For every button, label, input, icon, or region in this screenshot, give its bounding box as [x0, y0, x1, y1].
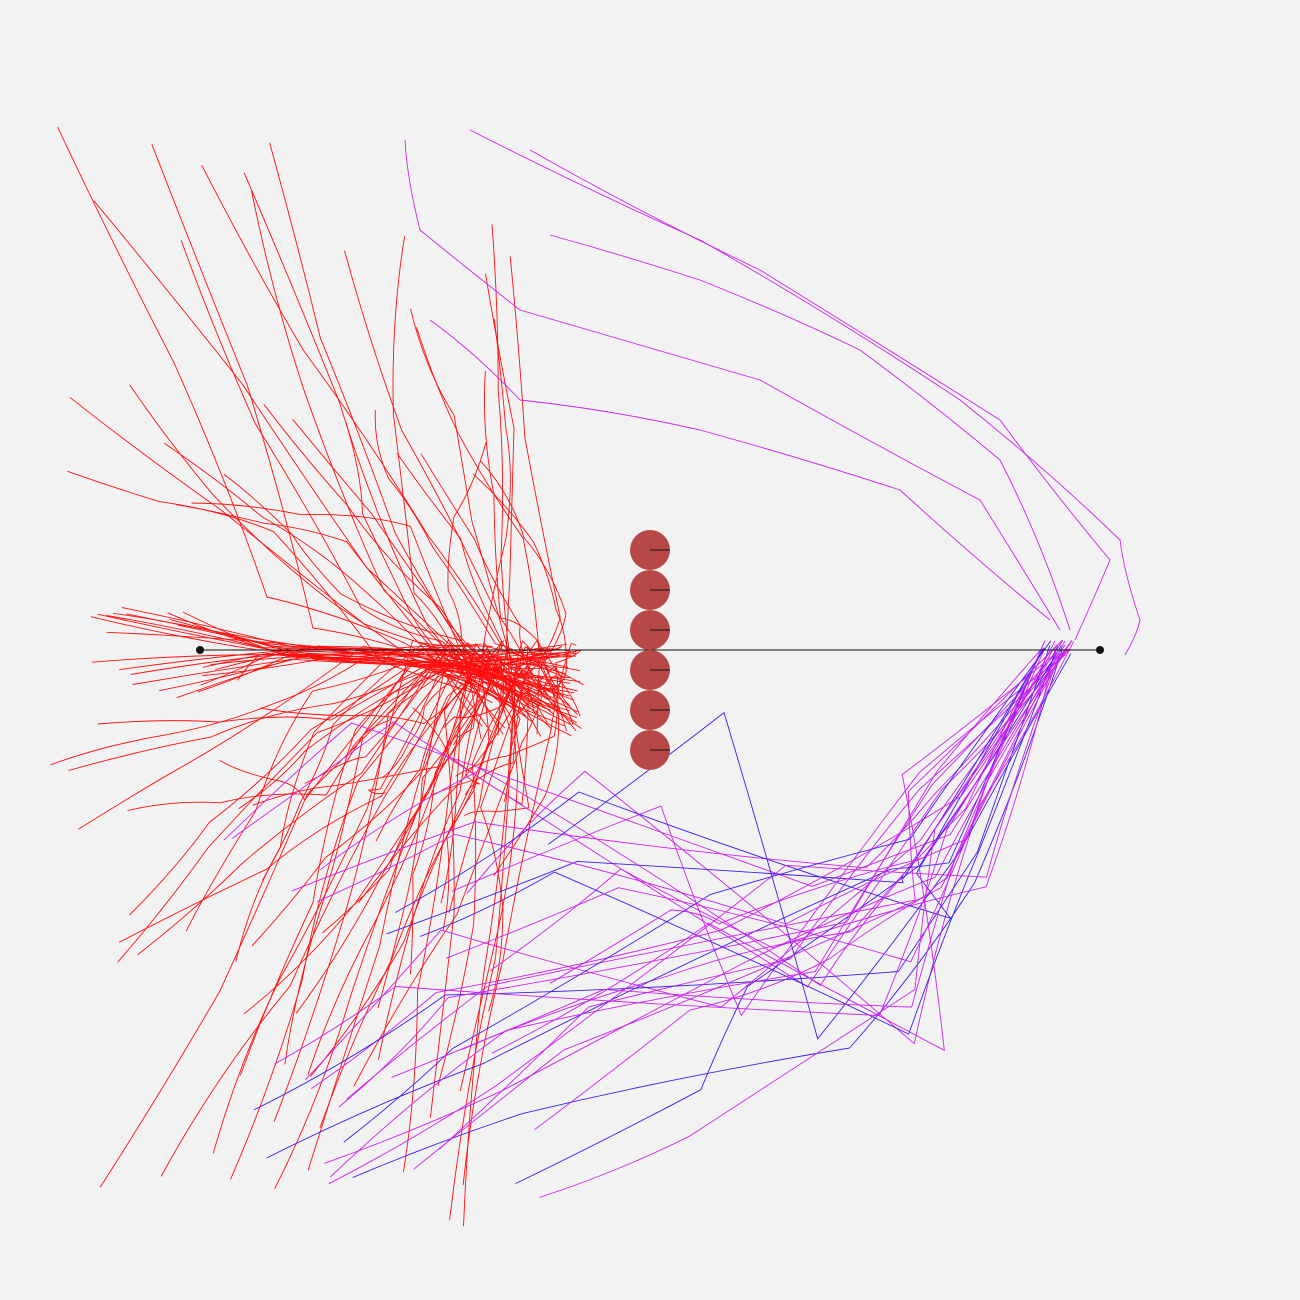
red-trail — [463, 674, 581, 1227]
red-trail — [212, 639, 482, 1154]
purple-trail — [413, 650, 1045, 1170]
purple-trail — [445, 640, 1075, 963]
red-trail — [374, 410, 546, 667]
red-trail — [230, 642, 553, 1180]
red-trail — [223, 474, 554, 715]
red-trail — [416, 327, 578, 716]
red-trail — [295, 677, 537, 1014]
red-trail — [464, 646, 530, 817]
red-trail — [480, 648, 574, 1012]
red-trail — [251, 646, 584, 947]
purple-trail — [253, 645, 1051, 1111]
red-trail — [200, 649, 575, 686]
purple-trail — [328, 653, 1061, 1185]
red-trail — [167, 612, 557, 692]
purple-trail — [352, 649, 1063, 1179]
purple-trail — [404, 139, 1061, 631]
purple-trail — [223, 648, 1062, 887]
red-trail — [349, 649, 504, 752]
purple-trail — [343, 640, 1052, 1143]
purple-trail — [232, 648, 1070, 988]
red-trail — [449, 640, 549, 1220]
red-trail — [440, 664, 515, 904]
red-trail — [377, 650, 548, 1060]
red-trail — [367, 669, 493, 795]
purple-trail — [491, 651, 1058, 1054]
purple-trail — [346, 639, 1064, 1100]
red-trail — [180, 240, 503, 700]
red-trail — [177, 624, 575, 694]
red-trail — [130, 651, 577, 675]
purple-trail — [529, 149, 1111, 641]
red-trail — [126, 613, 575, 701]
purple-trail — [319, 640, 1063, 987]
red-trail — [210, 654, 577, 666]
purple-trail — [391, 640, 1066, 1078]
obstacle-column — [630, 530, 670, 770]
red-trail — [185, 664, 513, 932]
red-trail — [455, 649, 582, 777]
purple-trail — [547, 653, 1072, 1040]
purple-trail — [489, 644, 1057, 972]
red-trail — [307, 668, 534, 1076]
red-trail — [121, 607, 542, 697]
purple-trail — [324, 648, 1068, 1164]
red-trail — [68, 657, 571, 772]
red-trail — [345, 422, 490, 670]
red-trail — [462, 643, 577, 1186]
red-trail — [396, 453, 529, 678]
red-trail — [67, 470, 481, 696]
red-trail — [273, 643, 568, 1122]
purple-trail — [549, 641, 1072, 984]
purple-trail — [451, 654, 1066, 1017]
purple-trail — [539, 639, 1073, 1198]
red-trail — [431, 665, 528, 796]
purple-trail — [274, 640, 1056, 1065]
red-trail — [238, 648, 565, 810]
purple-trail-group — [223, 129, 1141, 1198]
red-trail — [310, 645, 563, 1077]
red-trail — [78, 645, 498, 830]
red-trail — [106, 631, 571, 684]
red-trail — [260, 647, 561, 724]
purple-trail — [291, 644, 1066, 892]
purple-trail — [419, 645, 1059, 1035]
purple-trail — [329, 654, 1055, 1178]
red-trail — [182, 611, 560, 667]
red-trail — [57, 126, 522, 710]
red-trail — [201, 164, 567, 679]
red-trail — [129, 664, 510, 916]
purple-trail — [429, 319, 1051, 621]
purple-trail — [386, 647, 1045, 935]
purple-trail — [469, 129, 1141, 656]
red-trail — [129, 384, 535, 697]
red-trail — [235, 645, 493, 963]
goal-point — [1096, 646, 1104, 654]
red-trail — [453, 641, 513, 746]
red-trail — [491, 224, 513, 714]
red-trail-group — [50, 126, 584, 1227]
start-point — [196, 646, 204, 654]
purple-trail — [549, 234, 1071, 631]
purple-trail — [338, 647, 1043, 1108]
purple-trail — [439, 648, 1071, 1150]
